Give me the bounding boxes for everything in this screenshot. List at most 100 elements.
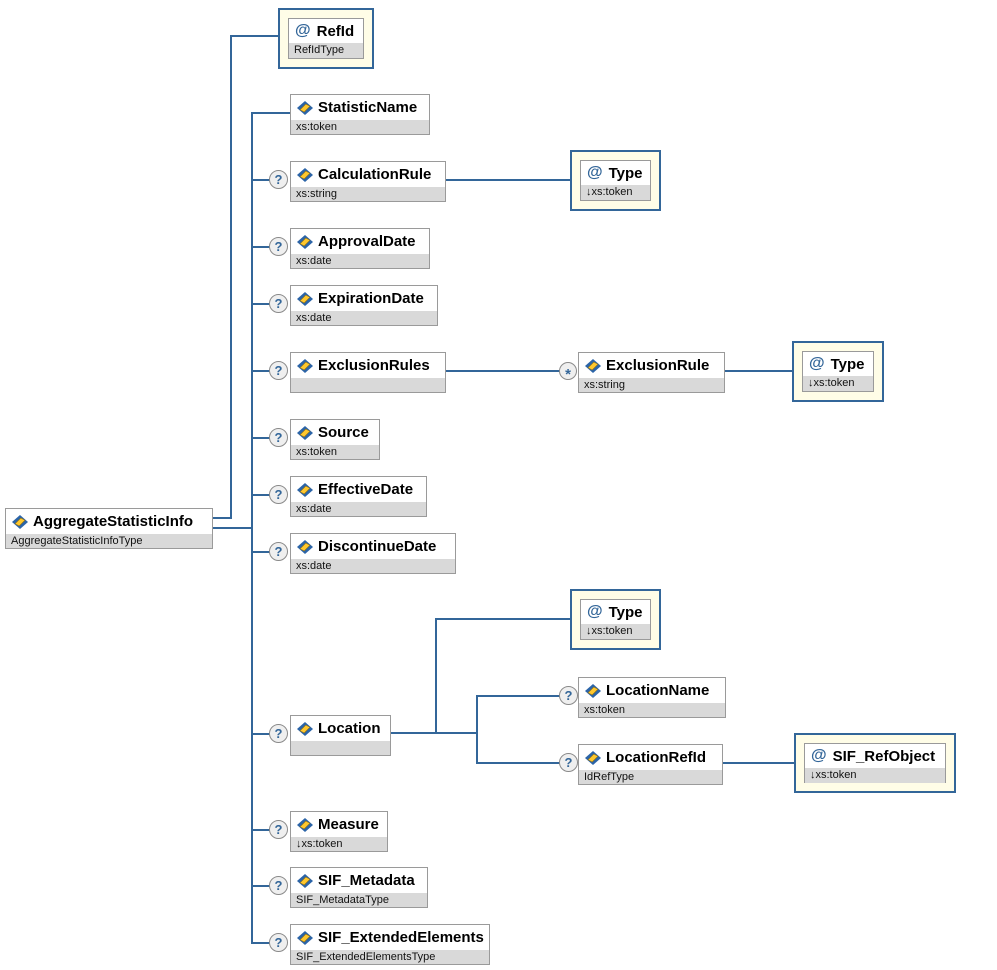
element-name: SIF_Metadata [318, 872, 415, 889]
element-box-sif-extendedelements[interactable]: SIF_ExtendedElements SIF_ExtendedElement… [290, 924, 490, 965]
element-icon [297, 930, 313, 945]
element-name: LocationRefId [606, 749, 706, 766]
attribute-name: Type [608, 164, 643, 182]
attribute-name: Type [608, 603, 643, 621]
element-type: xs:string [579, 378, 724, 392]
connector-line [476, 695, 478, 764]
element-icon [297, 721, 313, 736]
element-box-calculationrule[interactable]: CalculationRule xs:string [290, 161, 446, 202]
element-type: SIF_ExtendedElementsType [291, 950, 489, 964]
element-box-locationrefid[interactable]: LocationRefId IdRefType [578, 744, 723, 785]
attribute-type: ↓xs:token [803, 376, 873, 391]
element-box-discontinuedate[interactable]: DiscontinueDate xs:date [290, 533, 456, 574]
element-name: ExclusionRules [318, 357, 430, 374]
attribute-type: ↓xs:token [805, 768, 945, 783]
element-box-exclusionrules[interactable]: ExclusionRules [290, 352, 446, 393]
element-icon [297, 358, 313, 373]
attribute-icon: @ [811, 747, 827, 764]
connector-line [213, 527, 253, 529]
attribute-box-calculationrule-type[interactable]: @ Type ↓xs:token [570, 150, 661, 211]
attribute-type: RefIdType [289, 43, 363, 58]
attribute-box-location-type[interactable]: @ Type ↓xs:token [570, 589, 661, 650]
connector-line [476, 762, 560, 764]
attribute-box-refid[interactable]: @ RefId RefIdType [278, 8, 374, 69]
connector-line [723, 762, 794, 764]
attribute-box-sif-refobject[interactable]: @ SIF_RefObject ↓xs:token [794, 733, 956, 793]
element-icon [297, 873, 313, 888]
element-name: ExpirationDate [318, 290, 424, 307]
optional-marker: ? [269, 820, 288, 839]
element-icon [297, 482, 313, 497]
connector-line [251, 303, 270, 305]
element-type: SIF_MetadataType [291, 893, 427, 907]
element-icon [585, 358, 601, 373]
element-type [291, 741, 390, 755]
optional-marker: ? [269, 294, 288, 313]
connector-line [435, 618, 570, 620]
connector-line [251, 494, 270, 496]
element-box-aggregatestatisticinfo[interactable]: AggregateStatisticInfo AggregateStatisti… [5, 508, 213, 549]
attribute-type: ↓xs:token [581, 185, 650, 200]
element-icon [297, 539, 313, 554]
element-name: CalculationRule [318, 166, 432, 183]
element-type: xs:date [291, 311, 437, 325]
attribute-icon: @ [809, 355, 825, 372]
optional-marker: ? [269, 237, 288, 256]
element-type: xs:token [579, 703, 725, 717]
connector-line [251, 112, 290, 114]
element-name: ExclusionRule [606, 357, 710, 374]
element-box-sif-metadata[interactable]: SIF_Metadata SIF_MetadataType [290, 867, 428, 908]
connector-line [476, 695, 560, 697]
attribute-type: ↓xs:token [581, 624, 650, 639]
attribute-icon: @ [295, 22, 311, 39]
optional-marker: ? [559, 686, 578, 705]
element-type: xs:date [291, 502, 426, 516]
attribute-icon: @ [587, 603, 603, 620]
connector-line [251, 370, 270, 372]
attribute-box-exclusionrule-type[interactable]: @ Type ↓xs:token [792, 341, 884, 402]
optional-marker: ? [269, 724, 288, 743]
element-name: StatisticName [318, 99, 418, 116]
element-type: xs:token [291, 445, 379, 459]
connector-line [251, 246, 270, 248]
attribute-name: Type [830, 355, 865, 373]
optional-marker: ? [269, 876, 288, 895]
attribute-name: SIF_RefObject [832, 747, 936, 765]
element-box-statisticname[interactable]: StatisticName xs:token [290, 94, 430, 135]
element-name: Source [318, 424, 369, 441]
connector-line [446, 370, 560, 372]
connector-line [230, 35, 232, 519]
element-name: ApprovalDate [318, 233, 416, 250]
element-box-measure[interactable]: Measure ↓xs:token [290, 811, 388, 852]
element-type: IdRefType [579, 770, 722, 784]
element-box-locationname[interactable]: LocationName xs:token [578, 677, 726, 718]
element-box-exclusionrule[interactable]: ExclusionRule xs:string [578, 352, 725, 393]
element-icon [297, 817, 313, 832]
element-type: ↓xs:token [291, 837, 387, 851]
optional-marker: ? [559, 753, 578, 772]
element-icon [585, 683, 601, 698]
optional-marker: ? [269, 542, 288, 561]
connector-line [251, 112, 253, 944]
element-box-source[interactable]: Source xs:token [290, 419, 380, 460]
optional-marker: ? [269, 361, 288, 380]
element-box-effectivedate[interactable]: EffectiveDate xs:date [290, 476, 427, 517]
connector-line [251, 885, 270, 887]
connector-line [251, 733, 270, 735]
connector-line [251, 829, 270, 831]
repeat-marker: * [559, 362, 577, 382]
optional-marker: ? [269, 428, 288, 447]
element-name: Location [318, 720, 381, 737]
element-icon [297, 234, 313, 249]
optional-marker: ? [269, 933, 288, 952]
optional-marker: ? [269, 170, 288, 189]
element-box-approvaldate[interactable]: ApprovalDate xs:date [290, 228, 430, 269]
element-name: LocationName [606, 682, 710, 699]
element-box-location[interactable]: Location [290, 715, 391, 756]
element-box-expirationdate[interactable]: ExpirationDate xs:date [290, 285, 438, 326]
element-name: Measure [318, 816, 379, 833]
element-type: xs:string [291, 187, 445, 201]
element-name: AggregateStatisticInfo [33, 513, 194, 530]
element-icon [297, 425, 313, 440]
